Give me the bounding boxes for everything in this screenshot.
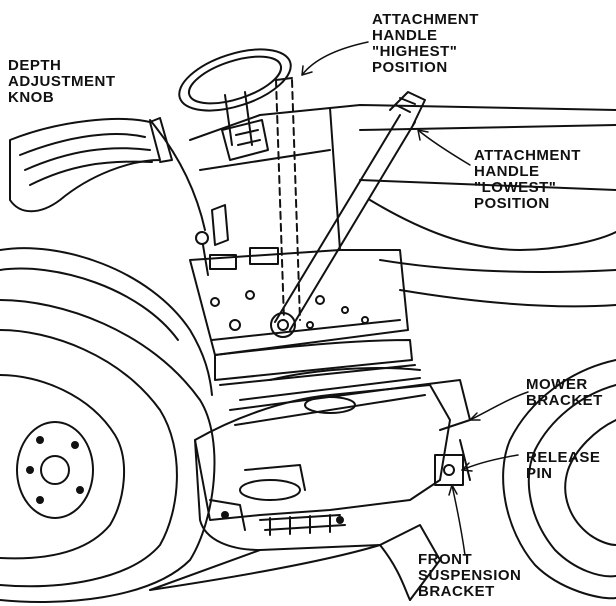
frame-body: [189, 247, 416, 386]
label-line: KNOB: [8, 89, 55, 106]
discharge-chute: [149, 499, 441, 601]
label-line: POSITION: [474, 195, 550, 212]
mower-deck: [194, 367, 451, 551]
steering-wheel: [178, 48, 292, 161]
label-line: "LOWEST": [474, 179, 557, 196]
label-front-suspension-bracket: FRONT SUSPENSION BRACKET: [418, 552, 521, 600]
label-line: BRACKET: [418, 583, 495, 600]
label-attachment-handle-highest: ATTACHMENT HANDLE "HIGHEST" POSITION: [372, 12, 479, 76]
seat: [9, 117, 173, 213]
attachment-handle-highest: [275, 77, 301, 321]
label-line: RELEASE: [526, 449, 601, 466]
label-line: "HIGHEST": [372, 43, 458, 60]
label-line: PIN: [526, 465, 553, 482]
label-line: ADJUSTMENT: [8, 73, 116, 90]
label-line: ATTACHMENT: [474, 147, 581, 164]
leader-lines: [301, 41, 529, 556]
rear-tire: [0, 299, 216, 603]
label-line: SUSPENSION: [418, 567, 522, 584]
attachment-handle-lowest: [270, 91, 426, 338]
label-mower-bracket: MOWER BRACKET: [526, 377, 603, 409]
label-depth-adjustment-knob: DEPTH ADJUSTMENT KNOB: [8, 58, 116, 106]
hood: [189, 104, 616, 308]
label-line: POSITION: [372, 59, 448, 76]
label-line: HANDLE: [474, 163, 540, 180]
label-line: HANDLE: [372, 27, 438, 44]
label-line: ATTACHMENT: [372, 11, 479, 28]
label-line: DEPTH: [8, 57, 62, 74]
label-line: BRACKET: [526, 392, 603, 409]
label-line: MOWER: [526, 376, 588, 393]
label-attachment-handle-lowest: ATTACHMENT HANDLE "LOWEST" POSITION: [474, 148, 581, 212]
rear-fender: [0, 119, 213, 396]
front-tire: [502, 359, 616, 600]
label-release-pin: RELEASE PIN: [526, 450, 600, 482]
depth-knob: [195, 204, 229, 276]
label-line: FRONT: [418, 551, 473, 568]
